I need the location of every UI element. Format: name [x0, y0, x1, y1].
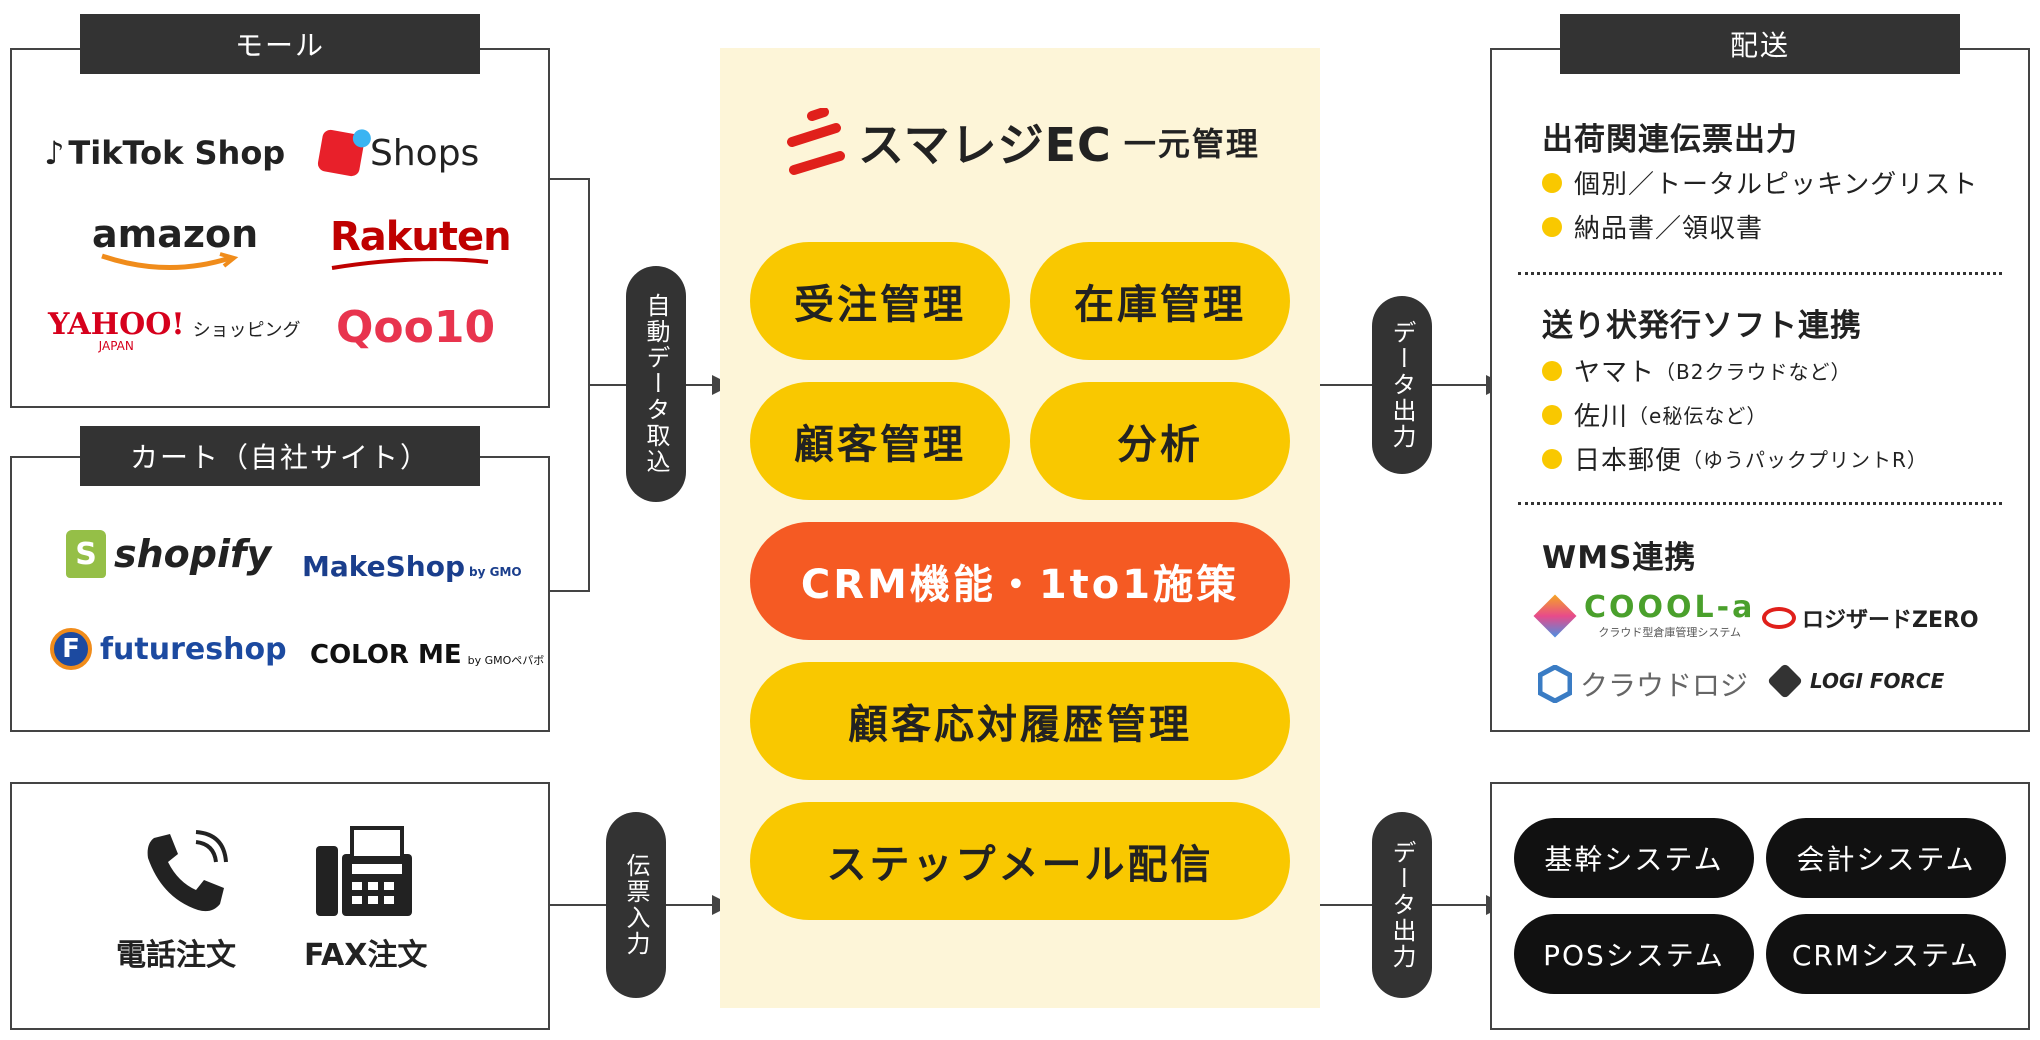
data-output-label-1: データ出力 [1372, 296, 1432, 474]
cart-panel [10, 456, 550, 732]
logizard-icon [1762, 607, 1796, 629]
brand-logo: スマレジEC 一元管理 [784, 108, 1260, 176]
wms-heading: WMS連携 [1542, 540, 1697, 576]
section-divider-1 [1518, 272, 2002, 275]
pos-system-pill: POSシステム [1514, 914, 1754, 994]
phone-fax-panel [10, 782, 550, 1030]
customer-management-pill: 顧客管理 [750, 382, 1010, 500]
bullet-icon [1542, 448, 1562, 469]
futureshop-logo: F futureshop [50, 628, 287, 670]
core-system-pill: 基幹システム [1514, 818, 1754, 898]
step-mail-pill: ステップメール配信 [750, 802, 1290, 920]
cloudlogi-hex-icon [1538, 665, 1572, 703]
yahoo-shopping-logo: YAHOO! JAPAN ショッピング [48, 307, 301, 353]
shipping-slips-heading: 出荷関連伝票出力 [1542, 122, 1798, 158]
logiforce-logo: LOGI FORCE [1766, 662, 1944, 700]
tiktok-shop-logo: ♪ TikTok Shop [44, 134, 286, 172]
qoo10-logo: Qoo10 [336, 302, 496, 353]
shopify-logo: S shopify [66, 530, 271, 578]
rakuten-logo: Rakuten [330, 216, 512, 272]
futureshop-icon: F [50, 628, 92, 670]
customer-history-pill: 顧客応対履歴管理 [750, 662, 1290, 780]
connector-vertical [588, 178, 590, 592]
inventory-management-pill: 在庫管理 [1030, 242, 1290, 360]
brand-name: スマレジEC [858, 118, 1112, 172]
auto-import-label: 自動データ取込 [626, 266, 686, 502]
delivery-panel [1490, 48, 2030, 732]
brand-suffix: 一元管理 [1123, 125, 1260, 163]
shipping-slip-item-1: 個別／トータルピッキングリスト [1542, 164, 1978, 201]
cooola-logo: COOOL-a クラウド型倉庫管理システム [1533, 592, 1755, 640]
fax-icon [316, 826, 412, 916]
waybill-item-yamato: ヤマト（B2クラウドなど） [1542, 352, 1851, 389]
makeshop-logo: MakeShop by GMO [302, 550, 522, 583]
amazon-smile-icon [101, 252, 239, 270]
bullet-icon [1542, 216, 1562, 237]
mall-title: モール [80, 14, 480, 74]
logizard-logo: ロジザードZERO [1762, 602, 1979, 634]
bullet-icon [1542, 404, 1562, 425]
amazon-logo: amazon [92, 214, 258, 272]
cart-title: カート（自社サイト） [80, 426, 480, 486]
cooola-cube-icon [1533, 594, 1577, 638]
crm-system-pill: CRMシステム [1766, 914, 2006, 994]
tiktok-icon: ♪ [44, 134, 65, 172]
rakuten-swoosh-icon [331, 258, 489, 270]
shipping-slip-item-2: 納品書／領収書 [1542, 208, 1763, 245]
section-divider-2 [1518, 502, 2002, 505]
crm-pill: CRM機能・1to1施策 [750, 522, 1290, 640]
smaregi-icon [787, 108, 845, 175]
mall-panel [10, 48, 550, 408]
shops-logo: Shops [316, 127, 479, 178]
shopify-bag-icon: S [66, 530, 106, 578]
accounting-system-pill: 会計システム [1766, 818, 2006, 898]
analytics-pill: 分析 [1030, 382, 1290, 500]
cloudlogi-logo: クラウドロジ [1538, 664, 1748, 704]
connector-cart [550, 590, 590, 592]
connector-mall [550, 178, 590, 180]
fax-order-label: FAX注文 [304, 938, 428, 973]
colorme-logo: COLOR ME by GMOペパボ [310, 640, 545, 670]
phone-icon [147, 830, 228, 912]
data-output-label-2: データ出力 [1372, 812, 1432, 998]
slip-input-label: 伝票入力 [606, 812, 666, 998]
bullet-icon [1542, 172, 1562, 193]
waybill-item-japanpost: 日本郵便（ゆうパックプリントR） [1542, 440, 1928, 477]
delivery-title: 配送 [1560, 14, 1960, 74]
waybill-heading: 送り状発行ソフト連携 [1542, 308, 1862, 344]
bullet-icon [1542, 360, 1562, 381]
waybill-item-sagawa: 佐川（e秘伝など） [1542, 396, 1767, 433]
phone-order-label: 電話注文 [116, 938, 236, 973]
logiforce-icon [1766, 662, 1804, 700]
order-management-pill: 受注管理 [750, 242, 1010, 360]
mercari-icon [316, 127, 373, 178]
